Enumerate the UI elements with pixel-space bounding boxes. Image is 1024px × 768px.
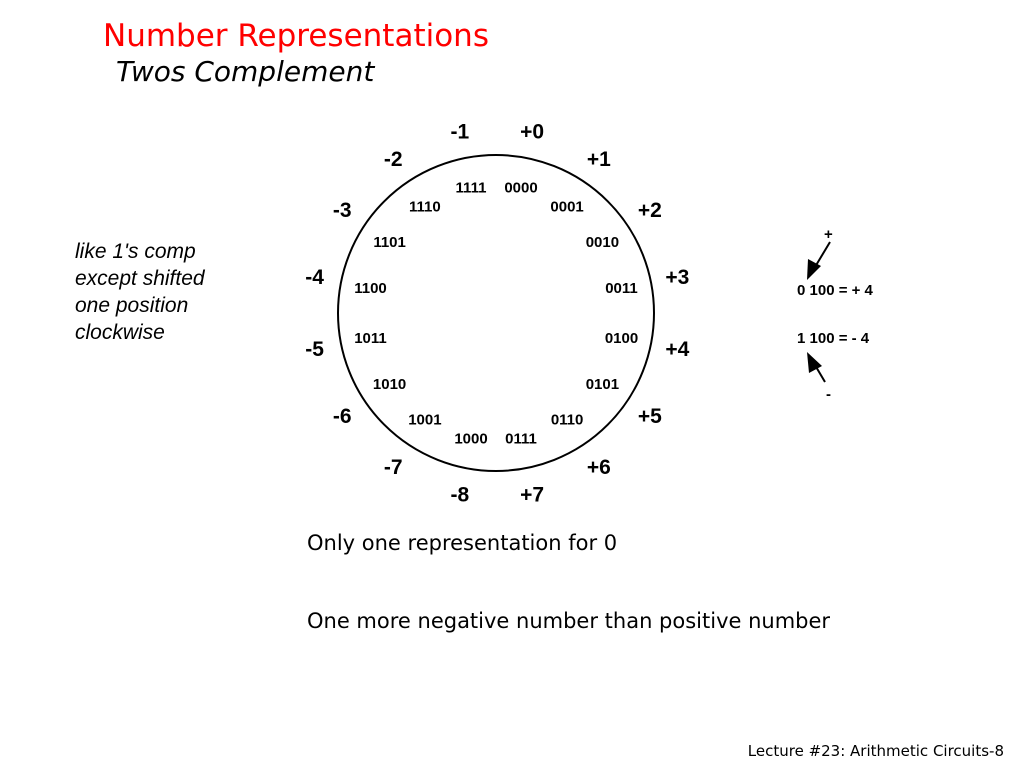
decimal-value-label: +5 xyxy=(638,405,662,428)
bit-pattern-label: 0110 xyxy=(551,411,584,428)
decimal-value-label: +7 xyxy=(520,483,544,506)
decimal-value-label: +0 xyxy=(520,121,544,144)
decimal-value-label: -3 xyxy=(333,199,352,222)
bit-pattern-label: 1101 xyxy=(373,234,406,251)
decimal-value-label: +2 xyxy=(638,199,662,222)
bit-pattern-label: 1001 xyxy=(408,411,441,428)
decimal-value-label: -8 xyxy=(451,483,470,506)
wheel-circle xyxy=(337,154,655,472)
decimal-value-label: -6 xyxy=(333,405,352,428)
bit-pattern-label: 1011 xyxy=(354,330,387,347)
bit-pattern-label: 1100 xyxy=(354,280,387,297)
bullet-one-zero: Only one representation for 0 xyxy=(307,531,618,555)
bit-pattern-label: 1010 xyxy=(373,376,406,393)
bit-pattern-label: 0001 xyxy=(550,199,583,216)
bit-pattern-label: 0010 xyxy=(586,234,619,251)
minus-arrowhead xyxy=(807,352,822,373)
decimal-value-label: +3 xyxy=(665,266,689,289)
plus-sign-label: + xyxy=(824,226,833,243)
decimal-value-label: -5 xyxy=(305,338,324,361)
note-line: except shifted xyxy=(75,267,205,290)
bit-pattern-label: 0000 xyxy=(504,180,537,197)
bit-pattern-label: 1111 xyxy=(456,180,487,197)
plus-arrowhead xyxy=(807,259,821,280)
bullet-extra-negative: One more negative number than positive n… xyxy=(307,609,831,633)
minus-sign-label: - xyxy=(826,386,831,403)
positive-example: 0 100 = + 4 xyxy=(797,282,873,299)
decimal-value-label: -4 xyxy=(305,266,324,289)
slide-subtitle: Twos Complement xyxy=(116,55,375,88)
decimal-value-label: -7 xyxy=(384,456,403,479)
bit-pattern-label: 0101 xyxy=(586,376,619,393)
note-line: clockwise xyxy=(75,321,165,344)
note-line: like 1's comp xyxy=(75,240,196,263)
negative-example: 1 100 = - 4 xyxy=(797,330,870,347)
bit-pattern-label: 0111 xyxy=(505,431,537,448)
shift-note: like 1's comp except shifted one positio… xyxy=(75,238,205,346)
decimal-value-label: +4 xyxy=(665,338,689,361)
bit-pattern-label: 1110 xyxy=(409,199,441,216)
bit-pattern-label: 0011 xyxy=(605,280,638,297)
bit-pattern-label: 1000 xyxy=(454,431,487,448)
slide-footer: Lecture #23: Arithmetic Circuits-8 xyxy=(747,742,1004,760)
bit-pattern-label: 0100 xyxy=(605,330,638,347)
note-line: one position xyxy=(75,294,189,317)
decimal-value-label: +1 xyxy=(587,148,611,171)
slide-title: Number Representations xyxy=(103,18,489,54)
decimal-value-label: -2 xyxy=(384,148,403,171)
decimal-value-label: +6 xyxy=(587,456,611,479)
decimal-value-label: -1 xyxy=(451,121,470,144)
